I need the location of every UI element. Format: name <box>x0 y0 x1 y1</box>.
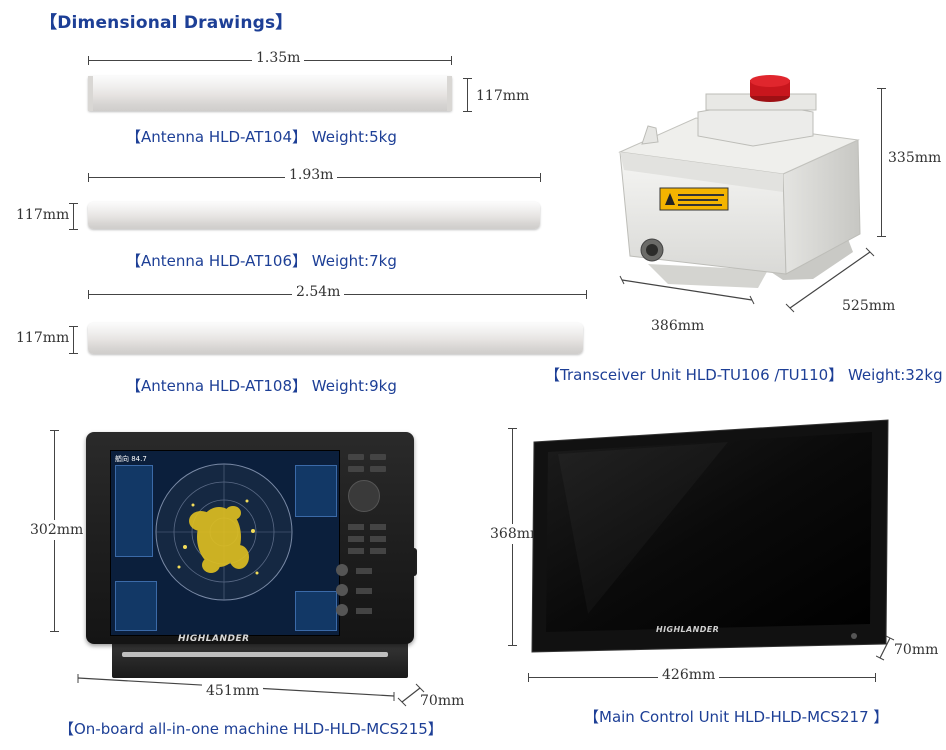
dimension-tick <box>875 673 876 682</box>
antenna-height-label: 117mm <box>16 207 70 223</box>
screen-heading-readout: 艏向 84.7 <box>115 455 147 463</box>
dimension-tick <box>877 236 886 237</box>
transceiver-width-label: 386mm <box>651 318 705 334</box>
transceiver-height-label: 335mm <box>888 150 942 166</box>
control-button[interactable] <box>370 548 386 554</box>
dimension-tick <box>69 353 78 354</box>
onboard-caption: 【On-board all-in-one machine HLD-HLD-MCS… <box>59 720 443 738</box>
control-button[interactable] <box>348 454 364 460</box>
page-title: 【Dimensional Drawings】 <box>40 13 293 33</box>
screen-bottom-left-panel <box>115 581 157 631</box>
onboard-display-bezel: 艏向 84.7 <box>86 432 414 644</box>
control-button[interactable] <box>356 608 372 614</box>
control-button[interactable] <box>348 524 364 530</box>
control-button[interactable] <box>370 454 386 460</box>
antenna-rod-104 <box>88 76 452 111</box>
dimension-line <box>73 326 74 354</box>
brand-logo: HIGHLANDER <box>656 625 720 634</box>
antenna-caption: 【Antenna HLD-AT108】 Weight:9kg <box>126 377 397 395</box>
rotary-knob[interactable] <box>336 604 348 616</box>
control-button[interactable] <box>348 548 364 554</box>
control-button[interactable] <box>356 568 372 574</box>
dimension-tick <box>463 78 472 79</box>
dimension-line <box>467 78 468 112</box>
dimension-tick <box>69 229 78 230</box>
dimension-tick <box>451 56 452 65</box>
antenna-rod-108 <box>88 323 583 354</box>
main-control-monitor-image <box>531 419 889 653</box>
dimension-tick <box>540 173 541 182</box>
antenna-length-label: 1.93m <box>285 167 338 183</box>
control-button[interactable] <box>356 588 372 594</box>
dimension-tick <box>877 88 886 89</box>
dimension-tick <box>586 290 587 299</box>
dimension-tick <box>88 56 89 65</box>
dimension-tick <box>69 326 78 327</box>
dimension-tick <box>69 203 78 204</box>
main-control-caption: 【Main Control Unit HLD-HLD-MCS217 】 <box>584 708 889 726</box>
onboard-stand <box>112 638 408 678</box>
dimension-tick <box>50 631 59 632</box>
onboard-radar-screen: 艏向 84.7 <box>110 450 340 636</box>
ok-dial[interactable] <box>348 480 380 512</box>
onboard-control-panel <box>336 452 406 632</box>
rotary-knob[interactable] <box>336 584 348 596</box>
antenna-height-label: 117mm <box>16 330 70 346</box>
onboard-depth-label: 70mm <box>420 693 465 709</box>
dimension-tick <box>50 430 59 431</box>
dimension-tick <box>463 111 472 112</box>
control-button[interactable] <box>370 466 386 472</box>
main-control-height-label: 368mm <box>490 524 544 544</box>
dimension-tick <box>508 645 517 646</box>
screen-right-panel <box>295 465 337 517</box>
antenna-rod-106 <box>88 202 540 229</box>
rotary-knob[interactable] <box>336 564 348 576</box>
dimension-line <box>73 203 74 230</box>
antenna-length-label: 1.35m <box>252 50 305 66</box>
dimension-tick <box>508 428 517 429</box>
control-button[interactable] <box>370 524 386 530</box>
antenna-caption: 【Antenna HLD-AT104】 Weight:5kg <box>126 128 397 146</box>
brand-logo: HIGHLANDER <box>178 634 250 644</box>
transceiver-footprint-lines <box>619 247 875 313</box>
antenna-height-label: 117mm <box>476 88 530 104</box>
onboard-dimension-lines <box>77 674 425 707</box>
control-button[interactable] <box>370 536 386 542</box>
antenna-length-label: 2.54m <box>292 284 345 300</box>
control-button[interactable] <box>348 466 364 472</box>
control-button[interactable] <box>348 536 364 542</box>
main-control-depth-line <box>876 635 895 661</box>
main-control-width-label: 426mm <box>658 667 720 683</box>
transceiver-depth-label: 525mm <box>842 298 896 314</box>
transceiver-unit-image <box>618 75 861 288</box>
main-control-depth-label: 70mm <box>894 642 939 658</box>
dimension-line <box>881 88 882 237</box>
screen-bottom-right-panel <box>295 591 337 631</box>
dimension-tick <box>88 290 89 299</box>
dimension-tick <box>88 173 89 182</box>
antenna-caption: 【Antenna HLD-AT106】 Weight:7kg <box>126 252 397 270</box>
radar-scope <box>155 463 293 601</box>
onboard-height-label: 302mm <box>30 520 84 540</box>
screen-left-panel <box>115 465 153 557</box>
dimension-tick <box>528 673 529 682</box>
transceiver-caption: 【Transceiver Unit HLD-TU106 /TU110】 Weig… <box>545 366 943 384</box>
onboard-width-label: 451mm <box>202 683 264 699</box>
